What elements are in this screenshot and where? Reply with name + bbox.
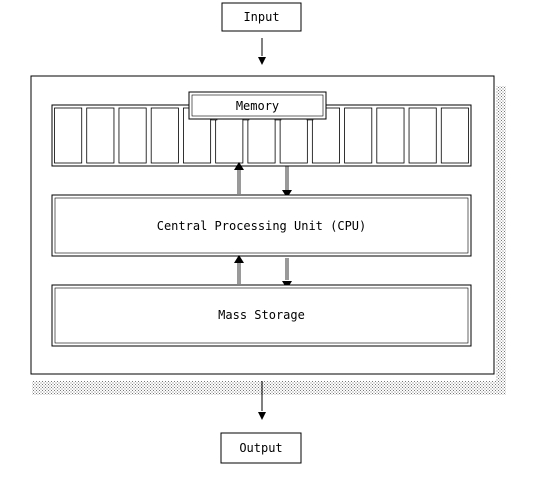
memory-cell xyxy=(54,107,83,164)
input-label: Input xyxy=(243,10,279,24)
arrow-up-to-memory xyxy=(234,162,244,170)
memory-cell xyxy=(440,107,469,164)
memory-node: Memory xyxy=(188,91,327,120)
output-node: Output xyxy=(220,432,302,464)
arrow-up-to-cpu xyxy=(234,255,244,263)
output-arrow xyxy=(258,381,266,420)
memory-cell xyxy=(150,107,179,164)
memory-cell xyxy=(376,107,405,164)
system-frame-shadow xyxy=(32,86,506,395)
output-label: Output xyxy=(239,441,282,455)
input-node: Input xyxy=(221,2,302,32)
storage-node: Mass Storage xyxy=(51,284,472,347)
memory-cell xyxy=(86,107,115,164)
memory-cpu-bus xyxy=(234,162,292,198)
memory-cell xyxy=(344,107,373,164)
cpu-label: Central Processing Unit (CPU) xyxy=(157,219,367,233)
input-arrow xyxy=(258,38,266,65)
cpu-node: Central Processing Unit (CPU) xyxy=(51,194,472,257)
memory-label: Memory xyxy=(236,99,279,113)
memory-cell xyxy=(118,107,147,164)
storage-label: Mass Storage xyxy=(218,308,305,322)
arrow-down-to-cpu xyxy=(282,190,292,198)
memory-cell xyxy=(408,107,437,164)
